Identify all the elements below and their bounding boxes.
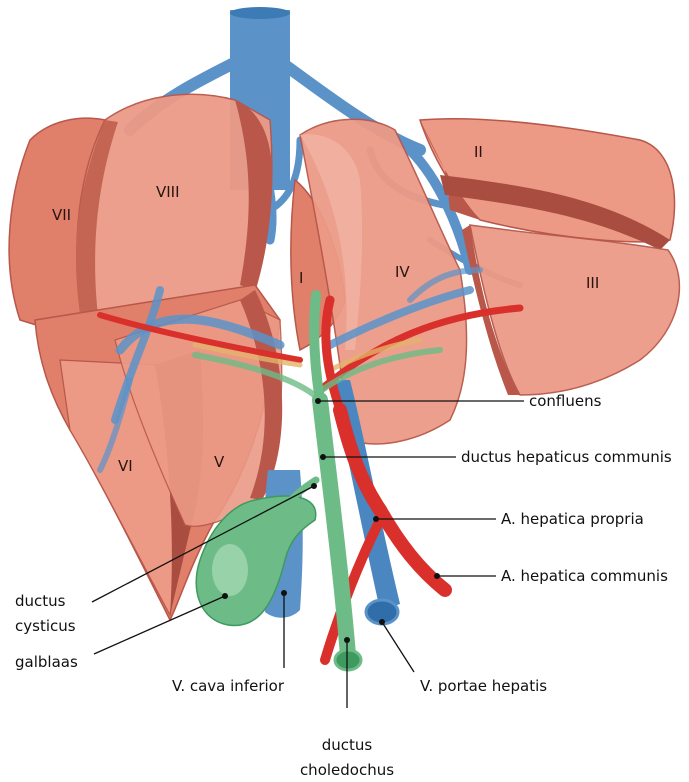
label-v-portae-hepatis: V. portae hepatis xyxy=(420,677,547,695)
label-ductus-hepaticus-communis: ductus hepaticus communis xyxy=(461,448,672,466)
label-a-hepatica-communis: A. hepatica communis xyxy=(501,567,668,585)
label-confluens: confluens xyxy=(529,392,602,410)
segment-3-label: III xyxy=(586,274,599,292)
segment-5-label: V xyxy=(214,453,225,471)
choledochus-end xyxy=(335,650,361,670)
label-v-cava-inferior: V. cava inferior xyxy=(172,677,285,695)
segment-8-label: VIII xyxy=(156,183,180,201)
label-galblaas: galblaas xyxy=(15,653,78,671)
label-a-hepatica-propria: A. hepatica propria xyxy=(501,510,644,528)
segment-7-label: VII xyxy=(52,206,71,224)
label-ductus-cysticus-2: cysticus xyxy=(15,617,76,635)
segment-1-label: I xyxy=(299,269,303,287)
segment-6-label: VI xyxy=(118,457,133,475)
label-ductus-cysticus-1: ductus xyxy=(15,592,66,610)
label-ductus-choledochus-2: choledochus xyxy=(300,761,394,779)
label-ductus-choledochus-1: ductus xyxy=(322,736,373,754)
segment-2-label: II xyxy=(474,143,483,161)
segment-4-label: IV xyxy=(395,263,410,281)
